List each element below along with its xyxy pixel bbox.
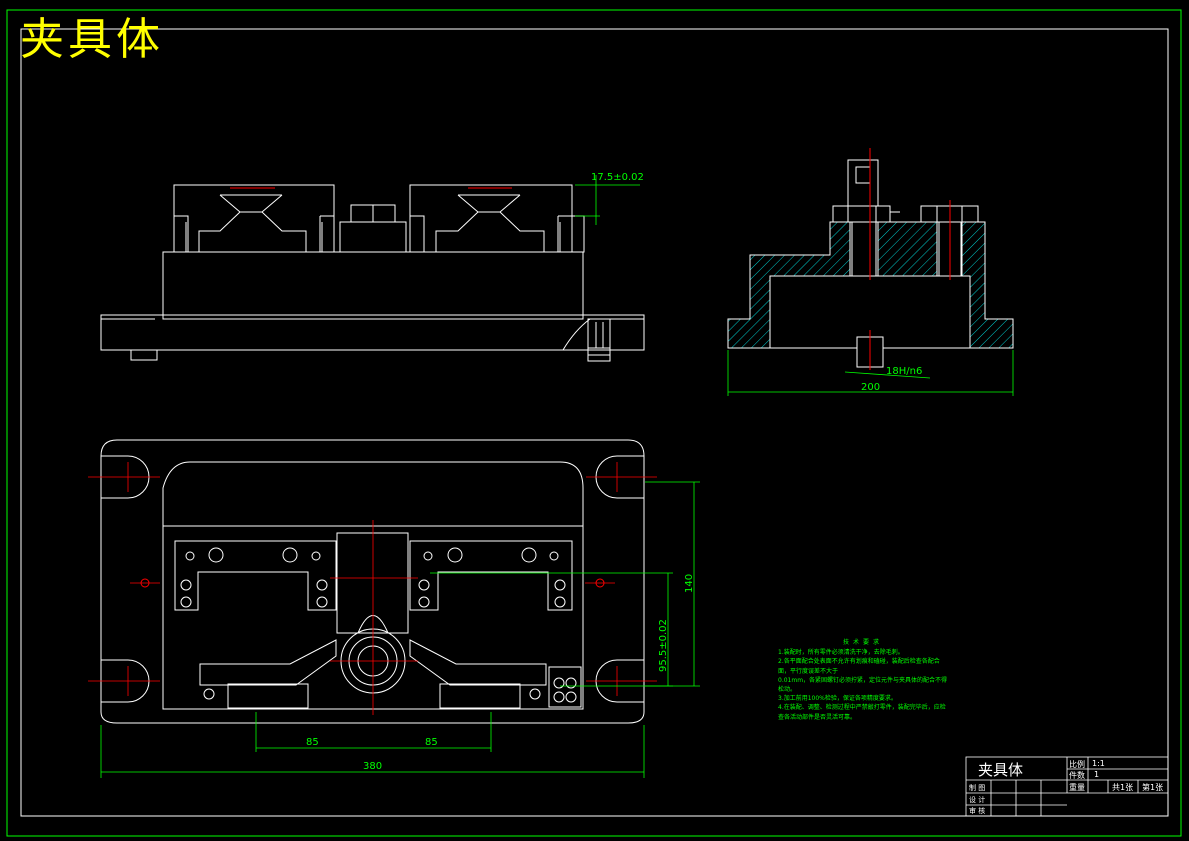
title-block-scale-label: 比例: [1069, 760, 1085, 769]
dim-plan-total: 380: [363, 761, 383, 772]
dim-plan-height: 140: [684, 573, 695, 593]
outer-frame: [6, 9, 1182, 837]
inner-frame: [20, 28, 1169, 817]
dim-plan-half-left: 85: [306, 737, 319, 748]
notes-line: 0.01mm，各紧固螺钉必须拧紧，定位元件与夹具体的配合不得松动。: [778, 676, 948, 694]
title-block: [965, 756, 1169, 817]
plan-bolts: [140, 547, 605, 703]
notes-line: 3.加工前用100%检验，保证各项精度要求。: [778, 695, 897, 703]
title-block-qty-value: 1: [1094, 770, 1100, 779]
title-block-sheet-total: 共1张: [1112, 783, 1134, 792]
notes-line: 2.各平面配合处表面不允许有划痕和磕碰，装配后检查各配合面，平行度误差不大于: [778, 658, 940, 675]
title-block-scale-value: 1:1: [1092, 759, 1105, 768]
front-view: [100, 184, 645, 362]
title-block-check: 审 核: [969, 807, 986, 815]
dim-side-fit: 18H/n6: [886, 366, 923, 377]
notes-line: 4.在装配、调整、检测过程中严禁敲打零件，装配完毕后，应检查各活动部件是否灵活可…: [778, 704, 946, 721]
title-block-design: 设 计: [969, 796, 986, 804]
plan-dims: [100, 481, 700, 778]
dim-top-fit: 17.5±0.02: [591, 172, 644, 183]
side-view: [727, 148, 1014, 370]
dim-plan-offset: 95.5±0.02: [658, 619, 669, 672]
front-dim-17: [575, 175, 640, 225]
dim-plan-half-right: 85: [425, 737, 438, 748]
notes-line: 1.装配时，所有零件必须清洗干净，去除毛刺。: [778, 649, 904, 657]
title-block-name: 夹具体: [978, 761, 1024, 779]
title-block-weight-label: 重量: [1069, 783, 1085, 792]
title-block-sheet-no: 第1张: [1142, 783, 1164, 792]
dim-side-width: 200: [861, 382, 881, 393]
title-block-qty-label: 件数: [1069, 771, 1085, 780]
technical-requirements: 技术要求 1.装配时，所有零件必须清洗干净，去除毛刺。 2.各平面配合处表面不允…: [778, 638, 948, 722]
side-dims: [727, 350, 1014, 396]
drawing-title: 夹具体: [20, 14, 164, 65]
notes-heading: 技术要求: [842, 639, 883, 646]
title-block-drawn: 制 图: [969, 784, 986, 792]
plan-centerlines: [88, 462, 657, 715]
